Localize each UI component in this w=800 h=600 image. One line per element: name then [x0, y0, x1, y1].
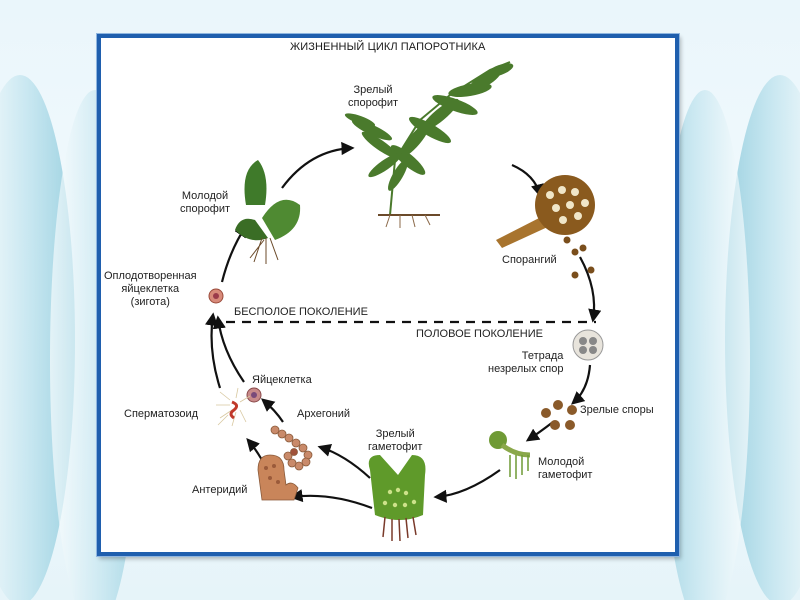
- mature-sporophyte-image: [344, 61, 514, 228]
- tetrad-image: [572, 329, 604, 361]
- label-mature-sporophyte: Зрелый спорофит: [348, 84, 399, 109]
- arrow-sperm-to-zygote: [204, 312, 222, 389]
- zygote-nucleus-icon: [213, 293, 219, 299]
- young-sporophyte-image: [235, 160, 301, 264]
- label-sporangium: Спорангий: [502, 254, 557, 266]
- arrow-archegonium-to-egg: [260, 398, 284, 423]
- sporangium-image: [496, 175, 595, 279]
- label-egg-cell: Яйцеклетка: [252, 374, 312, 386]
- label-young-sporophyte: Молодой спорофит: [180, 190, 231, 215]
- antheridium-image: [257, 454, 299, 501]
- label-young-gametophyte: Молодой гаметофит: [538, 456, 593, 481]
- archegonium-image: [270, 425, 313, 471]
- mature-spores-image: [541, 400, 577, 430]
- label-mature-gametophyte: Зрелый гаметофит: [368, 428, 423, 453]
- label-asexual-generation: БЕСПОЛОЕ ПОКОЛЕНИЕ: [234, 306, 368, 318]
- arrow-antheridium-to-sperm: [246, 438, 263, 461]
- arrow-egg-to-zygote: [212, 315, 245, 383]
- label-archegonium: Архегоний: [297, 408, 351, 420]
- young-gametophyte-image: [489, 431, 531, 479]
- egg-nucleus-icon: [251, 392, 257, 398]
- label-tetrad: Тетрада незрелых спор: [488, 350, 564, 375]
- label-zygote: Оплодотворенная яйцеклетка (зигота): [104, 270, 197, 308]
- arrow-tetrad-to-spores: [571, 364, 592, 405]
- label-sexual-generation: ПОЛОВОЕ ПОКОЛЕНИЕ: [416, 328, 543, 340]
- spermatozoid-image: [216, 387, 251, 427]
- arrow-gametophyte-to-antheridium: [289, 489, 373, 510]
- mature-gametophyte-image: [368, 455, 426, 542]
- arrow-young-to-mature-sporophyte: [281, 141, 355, 189]
- arrow-sporangium-to-tetrad: [579, 256, 602, 323]
- diagram-title: ЖИЗНЕННЫЙ ЦИКЛ ПАПОРОТНИКА: [290, 41, 486, 53]
- arrow-spores-to-young-gametophyte: [525, 421, 554, 442]
- arrow-sporophyte-to-sporangium: [511, 163, 544, 198]
- label-antheridium: Антеридий: [192, 484, 248, 496]
- arrow-gametophyte-to-archegonium: [317, 443, 371, 479]
- label-spermatozoid: Сперматозоид: [124, 408, 199, 420]
- right-swirl-inner: [660, 90, 750, 600]
- arrow-young-to-mature-gametophyte: [433, 469, 501, 503]
- label-mature-spores: Зрелые споры: [580, 404, 654, 416]
